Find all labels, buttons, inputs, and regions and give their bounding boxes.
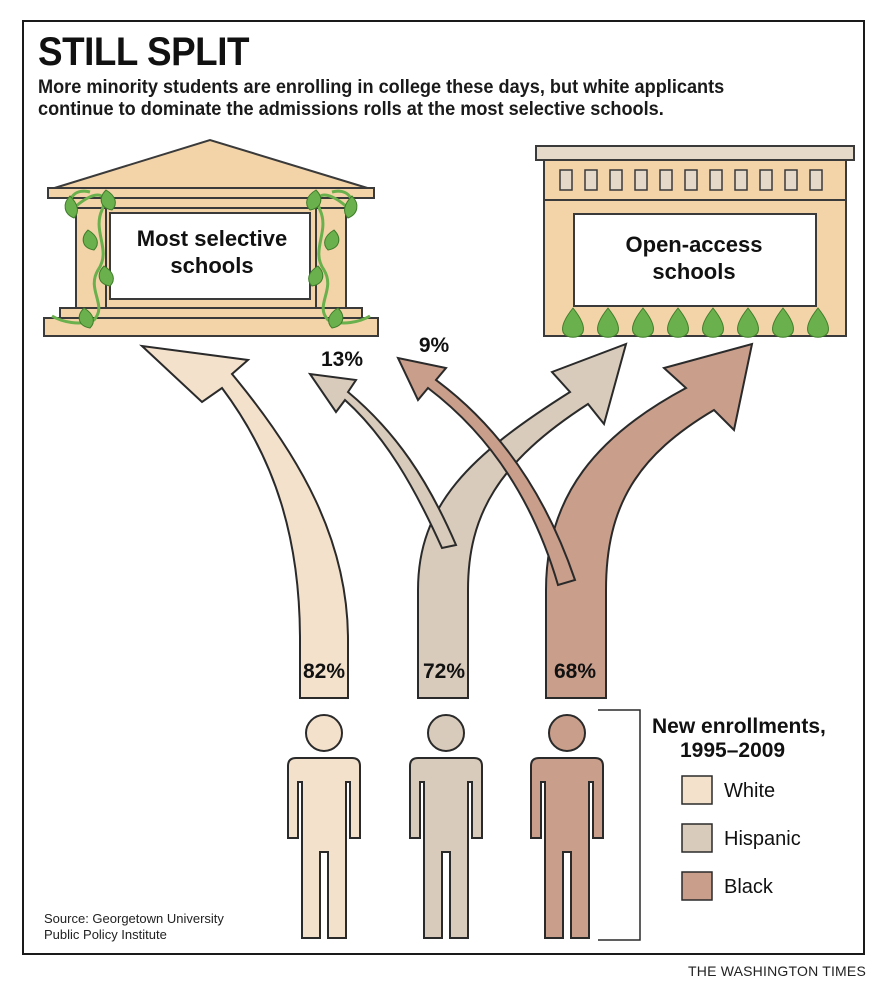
- selective-label-line1: Most selective: [137, 226, 287, 251]
- legend-swatch-black: [681, 871, 713, 901]
- selective-schools-building: [43, 138, 379, 337]
- publisher-credit: THE WASHINGTON TIMES: [688, 963, 866, 979]
- leaf-icons-selective: [64, 189, 358, 329]
- source-line1: Source: Georgetown University: [44, 911, 224, 926]
- legend-label-white: White: [724, 780, 775, 802]
- open-access-label-line1: Open-access: [626, 232, 763, 257]
- shrub-icons-open-access: [562, 307, 829, 338]
- black-to-open-arrow: [545, 342, 754, 699]
- window-row: [559, 169, 823, 191]
- white-student-figure: [287, 714, 361, 939]
- infographic-title: STILL SPLIT: [38, 30, 249, 74]
- black-to-selective-arrow: [396, 356, 577, 587]
- black-student-figure: [530, 714, 604, 939]
- white-to-selective-arrow: [139, 344, 349, 699]
- legend-title-line2: 1995–2009: [680, 739, 785, 762]
- white-share-label: 82%: [303, 660, 345, 683]
- hispanic-to-selective-arrow: [307, 372, 458, 550]
- legend-swatch-white: [681, 775, 713, 805]
- source-note: Source: Georgetown University Public Pol…: [44, 911, 224, 943]
- hispanic-open-share-label: 72%: [423, 660, 465, 683]
- legend-label-black: Black: [724, 876, 774, 898]
- hispanic-selective-share-label: 13%: [321, 348, 363, 371]
- open-access-label-line2: schools: [652, 259, 735, 284]
- legend-title-line1: New enrollments,: [652, 715, 826, 738]
- hispanic-student-figure: [409, 714, 483, 939]
- selective-label-line2: schools: [170, 253, 253, 278]
- black-open-share-label: 68%: [554, 660, 596, 683]
- legend-label-hispanic: Hispanic: [724, 828, 801, 850]
- legend-swatch-hispanic: [681, 823, 713, 853]
- infographic-subtitle: More minority students are enrolling in …: [38, 76, 725, 120]
- source-line2: Public Policy Institute: [44, 927, 167, 942]
- legend-bracket: [598, 709, 641, 941]
- open-access-building: [535, 145, 855, 337]
- black-selective-share-label: 9%: [419, 334, 450, 357]
